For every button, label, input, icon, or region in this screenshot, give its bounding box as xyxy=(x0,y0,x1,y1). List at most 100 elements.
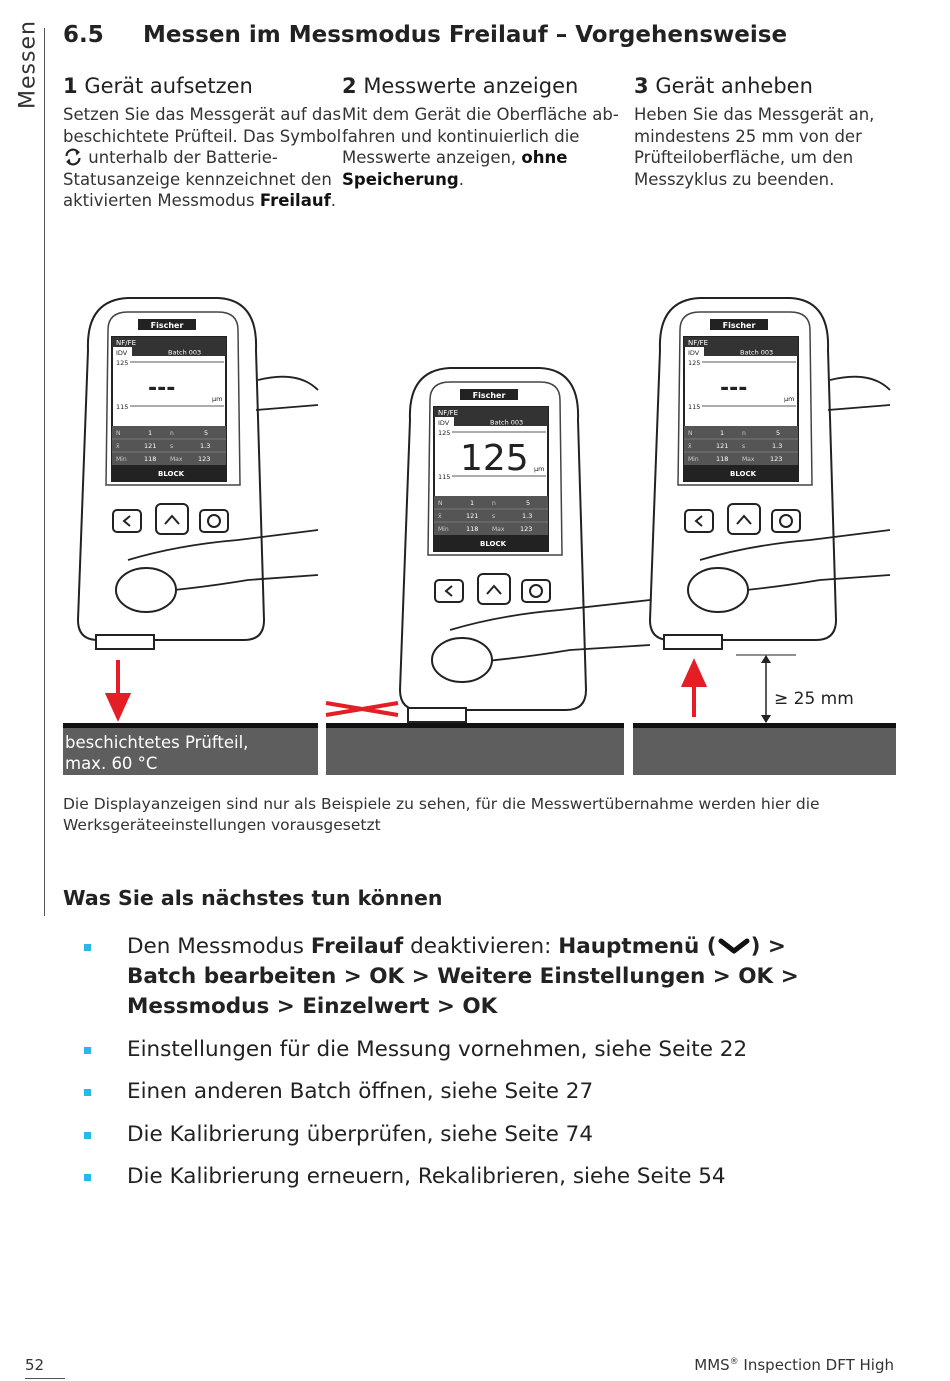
svg-text:Fischer: Fischer xyxy=(151,321,184,330)
svg-text:5: 5 xyxy=(526,499,530,507)
bullet-icon xyxy=(84,944,91,951)
device-3-reading: --- xyxy=(720,376,747,401)
svg-text:Batch 003: Batch 003 xyxy=(490,419,523,427)
list-item: Einstellungen für die Messung vornehmen,… xyxy=(80,1035,840,1065)
svg-text:1: 1 xyxy=(720,429,724,437)
list-item: Einen anderen Batch öffnen, siehe Seite … xyxy=(80,1077,840,1107)
svg-text:5: 5 xyxy=(776,429,780,437)
device-1: Fischer NF/FE IDV Batch 003 125 --- µm 1… xyxy=(76,297,319,650)
next-steps-heading: Was Sie als nächstes tun können xyxy=(63,886,443,910)
arrow-down-icon xyxy=(104,660,132,722)
next-steps-list: Den Messmodus Freilauf deaktivieren: Hau… xyxy=(80,932,840,1205)
measurement-illustration: beschichtetes Prüfteil, max. 60 °C Fisch… xyxy=(63,297,896,775)
distance-label: ≥ 25 mm xyxy=(774,689,854,709)
svg-text:Min: Min xyxy=(438,526,449,533)
surface-1 xyxy=(63,723,318,775)
svg-text:1: 1 xyxy=(470,499,474,507)
svg-text:Max: Max xyxy=(170,456,183,463)
svg-text:121: 121 xyxy=(716,442,728,450)
svg-text:115: 115 xyxy=(688,403,700,411)
svg-text:Min: Min xyxy=(688,456,699,463)
svg-text:N: N xyxy=(438,500,443,507)
svg-text:BLOCK: BLOCK xyxy=(480,540,507,548)
chevron-down-icon xyxy=(718,938,750,954)
svg-text:n: n xyxy=(170,430,174,437)
step-3: 3 Gerät anheben Heben Sie das Messgerät … xyxy=(634,74,899,190)
step-1-heading: 1 Gerät aufsetzen xyxy=(63,74,253,98)
surface-label-1: beschichtetes Prüfteil, xyxy=(65,733,248,752)
svg-text:n: n xyxy=(742,430,746,437)
step-2-heading: 2 Messwerte anzeigen xyxy=(342,74,579,98)
device-2: Fischer NF/FE IDV Batch 003 125 125 µm 1… xyxy=(398,367,651,723)
bullet-icon xyxy=(84,1131,91,1139)
surface-3 xyxy=(633,723,896,775)
svg-text:x̄: x̄ xyxy=(688,443,692,450)
device-1-reading: --- xyxy=(148,376,175,401)
step-3-text: Heben Sie das Messgerät an, mindestens 2… xyxy=(634,105,875,189)
svg-text:N: N xyxy=(116,430,121,437)
svg-text:123: 123 xyxy=(770,455,782,463)
page-number: 52 xyxy=(25,1356,45,1374)
svg-text:118: 118 xyxy=(144,455,156,463)
svg-text:Fischer: Fischer xyxy=(473,391,506,400)
svg-text:NF/FE: NF/FE xyxy=(116,339,136,347)
svg-text:x̄: x̄ xyxy=(438,513,442,520)
svg-text:125: 125 xyxy=(116,359,128,367)
svg-text:Max: Max xyxy=(492,526,505,533)
freerun-refresh-icon xyxy=(65,148,81,166)
svg-text:121: 121 xyxy=(144,442,156,450)
svg-text:5: 5 xyxy=(204,429,208,437)
svg-text:115: 115 xyxy=(438,473,450,481)
svg-text:123: 123 xyxy=(198,455,210,463)
list-item: Die Kalibrierung überprüfen, siehe Seite… xyxy=(80,1120,840,1150)
svg-text:1.3: 1.3 xyxy=(772,442,782,450)
svg-text:BLOCK: BLOCK xyxy=(730,470,757,478)
svg-text:n: n xyxy=(492,500,496,507)
svg-text:N: N xyxy=(688,430,693,437)
surface-label-2: max. 60 °C xyxy=(65,754,157,773)
svg-text:s: s xyxy=(742,443,745,450)
slide-arrow-icon xyxy=(325,701,399,717)
svg-text:Fischer: Fischer xyxy=(723,321,756,330)
svg-text:x̄: x̄ xyxy=(116,443,120,450)
product-name: MMS® Inspection DFT High xyxy=(694,1356,894,1374)
svg-text:IDV: IDV xyxy=(438,419,450,427)
step-2: 2 Messwerte anzeigen Mit dem Gerät die O… xyxy=(342,74,622,190)
svg-text:115: 115 xyxy=(116,403,128,411)
svg-text:118: 118 xyxy=(716,455,728,463)
svg-text:µm: µm xyxy=(534,465,544,473)
svg-text:125: 125 xyxy=(438,429,450,437)
step-1-text: Setzen Sie das Messgerät auf das beschic… xyxy=(63,105,342,210)
svg-text:1.3: 1.3 xyxy=(522,512,532,520)
step-2-text: Mit dem Gerät die Oberfläche ab­fahren u… xyxy=(342,105,619,189)
svg-text:BLOCK: BLOCK xyxy=(158,470,185,478)
svg-text:IDV: IDV xyxy=(116,349,128,357)
section-number: 6.5 xyxy=(63,22,104,48)
svg-text:Max: Max xyxy=(742,456,755,463)
section-title: Messen im Messmodus Freilauf – Vorgehens… xyxy=(143,22,788,48)
svg-text:121: 121 xyxy=(466,512,478,520)
step-3-heading: 3 Gerät anheben xyxy=(634,74,813,98)
bullet-icon xyxy=(84,1089,91,1096)
svg-text:Batch 003: Batch 003 xyxy=(740,349,773,357)
side-rule xyxy=(44,28,45,916)
list-item: Die Kalibrierung erneuern, Rekalibrieren… xyxy=(80,1162,840,1192)
svg-text:NF/FE: NF/FE xyxy=(688,339,708,347)
side-label: Messen xyxy=(15,20,41,109)
svg-text:Batch 003: Batch 003 xyxy=(168,349,201,357)
svg-text:1.3: 1.3 xyxy=(200,442,210,450)
list-item: Den Messmodus Freilauf deaktivieren: Hau… xyxy=(80,932,840,1022)
bullet-icon xyxy=(84,1174,91,1181)
figure-caption: Die Displayanzeigen sind nur als Beispie… xyxy=(63,795,820,834)
step-1: 1 Gerät aufsetzen Setzen Sie das Messger… xyxy=(63,74,343,212)
svg-text:125: 125 xyxy=(688,359,700,367)
bullet-icon xyxy=(84,1046,91,1054)
svg-text:118: 118 xyxy=(466,525,478,533)
svg-text:µm: µm xyxy=(784,395,794,403)
svg-text:µm: µm xyxy=(212,395,222,403)
svg-text:1: 1 xyxy=(148,429,152,437)
svg-text:123: 123 xyxy=(520,525,532,533)
device-2-reading: 125 xyxy=(460,438,529,479)
svg-text:IDV: IDV xyxy=(688,349,700,357)
svg-text:s: s xyxy=(492,513,495,520)
